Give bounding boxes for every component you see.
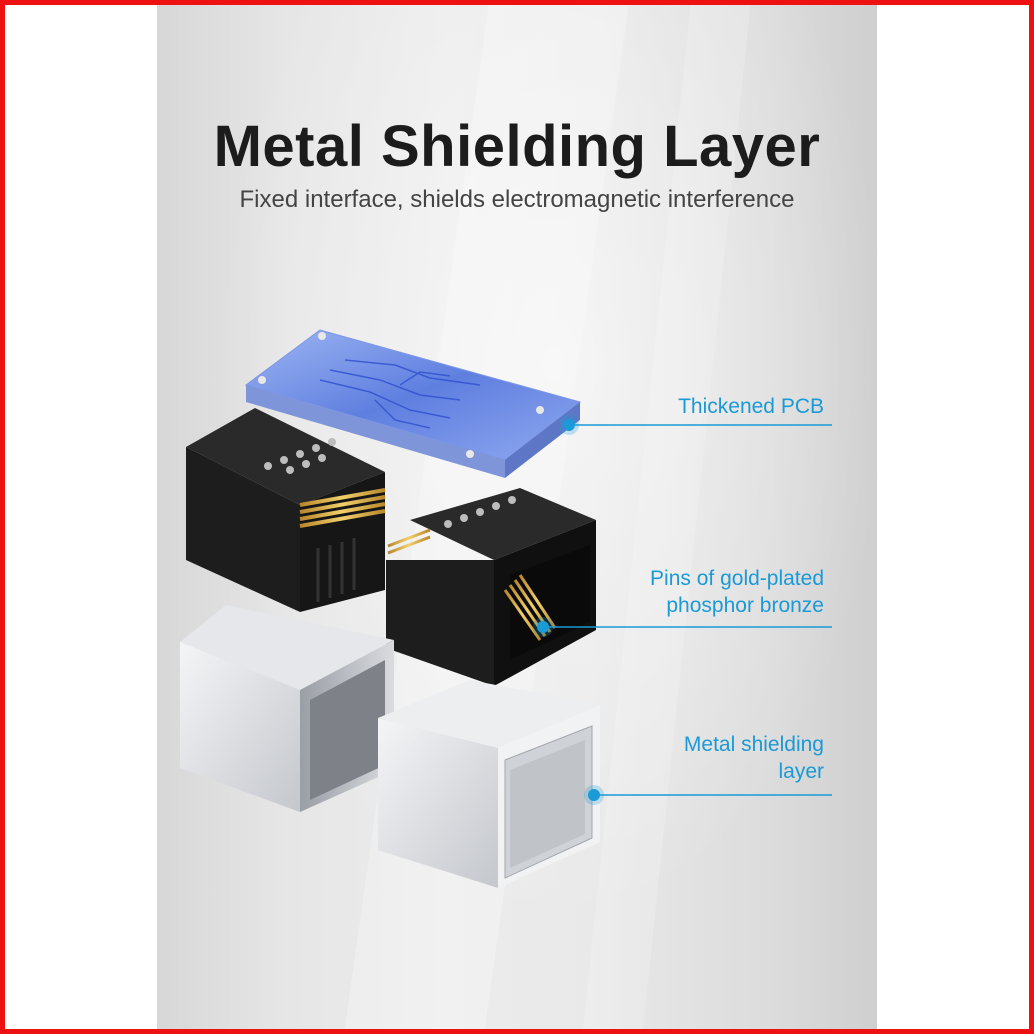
callout-label-pins: Pins of gold-plated phosphor bronze xyxy=(650,565,824,619)
callout-line: Metal shielding xyxy=(683,733,824,756)
page-title: Metal Shielding Layer xyxy=(213,114,821,179)
callout-label-pcb: Thickened PCB xyxy=(678,393,824,420)
callout-marker-shield xyxy=(584,785,832,805)
callout-marker-pins xyxy=(533,617,832,637)
callout-marker-pcb xyxy=(559,415,832,435)
page-subtitle: Fixed interface, shields electromagnetic… xyxy=(239,186,795,213)
callout-line: Pins of gold-plated xyxy=(650,567,824,590)
callout-line: layer xyxy=(778,760,824,783)
metal-shield-right xyxy=(378,680,600,888)
callout-line: Thickened PCB xyxy=(678,395,824,418)
pcb-board xyxy=(244,329,582,478)
callout-label-shield: Metal shielding layer xyxy=(684,731,824,785)
metal-shield-left xyxy=(180,605,394,812)
jack-module-right xyxy=(386,488,596,686)
callout-line: phosphor bronze xyxy=(666,594,824,617)
jack-module-left xyxy=(186,408,386,612)
